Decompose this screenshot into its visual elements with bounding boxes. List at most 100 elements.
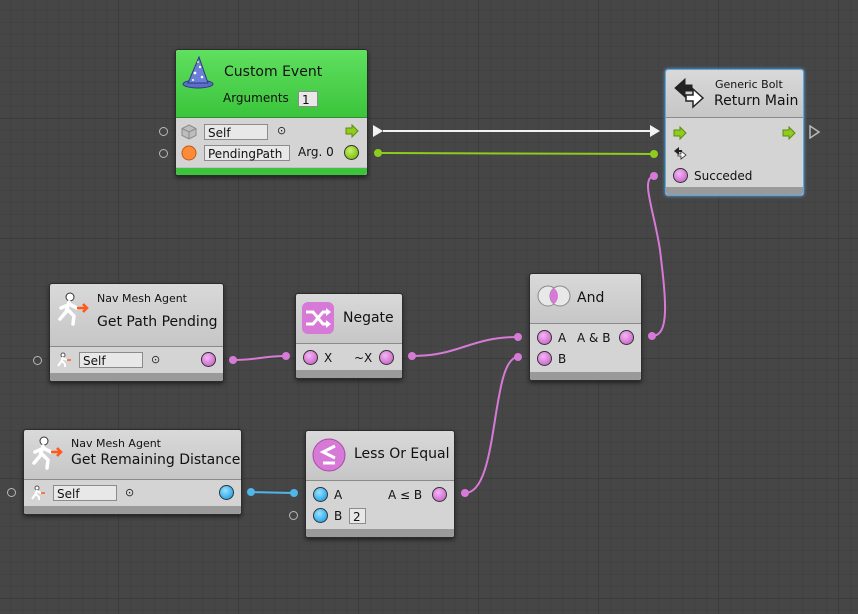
and-node[interactable]: And A A & B B bbox=[529, 273, 642, 381]
running-agent-icon bbox=[32, 436, 63, 470]
target-picker-icon[interactable]: ⊙ bbox=[277, 124, 287, 137]
and-output-label: A & B bbox=[577, 331, 611, 345]
get-path-pending-kind: Nav Mesh Agent bbox=[97, 292, 187, 305]
negate-title: Negate bbox=[343, 310, 394, 326]
pending-path-field[interactable]: PendingPath bbox=[204, 145, 290, 161]
control-output-arrow-icon[interactable] bbox=[782, 126, 796, 140]
arguments-count-field[interactable]: 1 bbox=[298, 91, 318, 107]
flow-switch-small-icon bbox=[674, 147, 687, 160]
control-output-arrow-icon[interactable] bbox=[345, 124, 359, 138]
flow-switch-icon bbox=[674, 77, 705, 109]
get-path-pending-input-port[interactable] bbox=[33, 356, 42, 365]
and-footer bbox=[530, 372, 641, 380]
control-input-arrow-icon[interactable] bbox=[673, 126, 687, 140]
less-or-equal-body: A A ≤ B B 2 bbox=[306, 481, 454, 529]
negate-input-port[interactable] bbox=[303, 350, 318, 365]
pending-to-negate-wire bbox=[232, 355, 287, 361]
return-main-footer bbox=[666, 187, 803, 195]
remaining-to-lessequal-wire-start bbox=[247, 488, 255, 496]
return-main-body: Succeded bbox=[666, 118, 803, 188]
target-picker-icon[interactable]: ⊙ bbox=[151, 353, 161, 366]
lessequal-to-and-wire-start bbox=[461, 489, 469, 497]
and-input-b-label: B bbox=[558, 352, 567, 366]
target-self-field[interactable]: Self bbox=[204, 124, 268, 140]
get-path-pending-header[interactable]: Nav Mesh Agent Get Path Pending bbox=[50, 284, 223, 347]
get-path-pending-footer bbox=[50, 373, 223, 381]
less-or-equal-b-unconnected-port[interactable] bbox=[289, 511, 298, 520]
agent-small-icon bbox=[57, 352, 71, 367]
agent-small-icon bbox=[31, 485, 45, 500]
negate-input-label: X bbox=[324, 351, 333, 365]
less-or-equal-input-a-label: A bbox=[334, 488, 343, 502]
arg-wire-start bbox=[374, 149, 382, 157]
pending-path-icon bbox=[181, 145, 197, 161]
and-title: And bbox=[577, 290, 605, 306]
custom-event-header[interactable]: Custom Event Arguments 1 bbox=[176, 50, 367, 118]
get-remaining-distance-input-port[interactable] bbox=[7, 488, 16, 497]
intersection-icon bbox=[537, 285, 571, 307]
lessequal-to-and-wire-end bbox=[514, 353, 522, 361]
negate-to-and-wire-start bbox=[408, 352, 416, 360]
less-or-equal-title: Less Or Equal bbox=[354, 446, 450, 462]
arg-wire bbox=[377, 152, 655, 155]
return-main-header[interactable]: Generic Bolt Return Main bbox=[666, 70, 803, 118]
return-main-title: Return Main bbox=[714, 93, 799, 109]
target-picker-icon[interactable]: ⊙ bbox=[125, 486, 135, 499]
arg0-output-port[interactable] bbox=[344, 145, 359, 160]
succeded-label: Succeded bbox=[694, 169, 753, 183]
wizard-hat-icon bbox=[182, 55, 214, 89]
arg-wire-end bbox=[650, 150, 658, 158]
and-header[interactable]: And bbox=[530, 274, 641, 324]
get-remaining-distance-node[interactable]: Nav Mesh Agent Get Remaining Distance Se… bbox=[23, 429, 242, 515]
get-remaining-distance-header[interactable]: Nav Mesh Agent Get Remaining Distance bbox=[24, 430, 241, 480]
get-path-pending-title: Get Path Pending bbox=[97, 314, 218, 330]
and-input-a-label: A bbox=[558, 331, 567, 345]
custom-event-arg-input-port[interactable] bbox=[159, 149, 168, 158]
and-body: A A & B B bbox=[530, 324, 641, 372]
cube-icon bbox=[181, 124, 197, 140]
get-path-pending-target-field[interactable]: Self bbox=[79, 352, 143, 368]
negate-output-port[interactable] bbox=[379, 350, 394, 365]
negate-header[interactable]: Negate bbox=[296, 294, 402, 344]
arguments-label: Arguments bbox=[223, 91, 289, 105]
negate-to-and-wire bbox=[411, 336, 519, 357]
running-agent-icon bbox=[58, 292, 89, 326]
remaining-to-lessequal-wire bbox=[250, 491, 295, 494]
path-pending-output-port[interactable] bbox=[201, 352, 216, 367]
remaining-distance-output-port[interactable] bbox=[219, 485, 234, 500]
custom-event-body: Self ⊙ PendingPath Arg. 0 bbox=[176, 118, 367, 167]
negate-footer bbox=[296, 370, 402, 378]
custom-event-title: Custom Event bbox=[224, 64, 323, 80]
and-output-port[interactable] bbox=[619, 330, 634, 345]
less-or-equal-input-b-port[interactable] bbox=[313, 508, 328, 523]
custom-event-node[interactable]: Custom Event Arguments 1 Self ⊙ PendingP… bbox=[175, 49, 368, 176]
less-or-equal-b-value-field[interactable]: 2 bbox=[349, 508, 366, 524]
control-flow-wire-start-arrow bbox=[373, 125, 383, 137]
shuffle-icon bbox=[302, 302, 334, 334]
less-or-equal-output-port[interactable] bbox=[432, 487, 447, 502]
succeded-input-port[interactable] bbox=[673, 168, 688, 183]
negate-body: X ~X bbox=[296, 344, 402, 371]
less-or-equal-header[interactable]: Less Or Equal bbox=[306, 431, 454, 481]
less-or-equal-input-a-port[interactable] bbox=[313, 487, 328, 502]
less-or-equal-footer bbox=[306, 529, 454, 537]
remaining-to-lessequal-wire-end bbox=[290, 489, 298, 497]
get-remaining-distance-body: Self ⊙ bbox=[24, 480, 241, 507]
and-input-b-port[interactable] bbox=[537, 351, 552, 366]
and-input-a-port[interactable] bbox=[537, 330, 552, 345]
and-to-succeded-wire-start bbox=[648, 332, 656, 340]
negate-to-and-wire-end bbox=[514, 333, 522, 341]
less-or-equal-output-label: A ≤ B bbox=[388, 488, 423, 502]
return-main-node[interactable]: Generic Bolt Return Main Succeded bbox=[665, 69, 804, 196]
less-or-equal-icon bbox=[312, 438, 346, 472]
get-path-pending-body: Self ⊙ bbox=[50, 347, 223, 374]
custom-event-self-input-port[interactable] bbox=[159, 127, 168, 136]
and-to-succeded-wire-end bbox=[650, 172, 658, 180]
get-path-pending-node[interactable]: Nav Mesh Agent Get Path Pending Self ⊙ bbox=[49, 283, 224, 382]
less-or-equal-node[interactable]: Less Or Equal A A ≤ B B 2 bbox=[305, 430, 455, 538]
output-arrow-outline-icon[interactable] bbox=[809, 125, 821, 139]
control-flow-wire-end-arrow bbox=[650, 125, 660, 137]
arg0-label: Arg. 0 bbox=[298, 145, 334, 159]
get-remaining-distance-target-field[interactable]: Self bbox=[53, 485, 117, 501]
negate-node[interactable]: Negate X ~X bbox=[295, 293, 403, 379]
